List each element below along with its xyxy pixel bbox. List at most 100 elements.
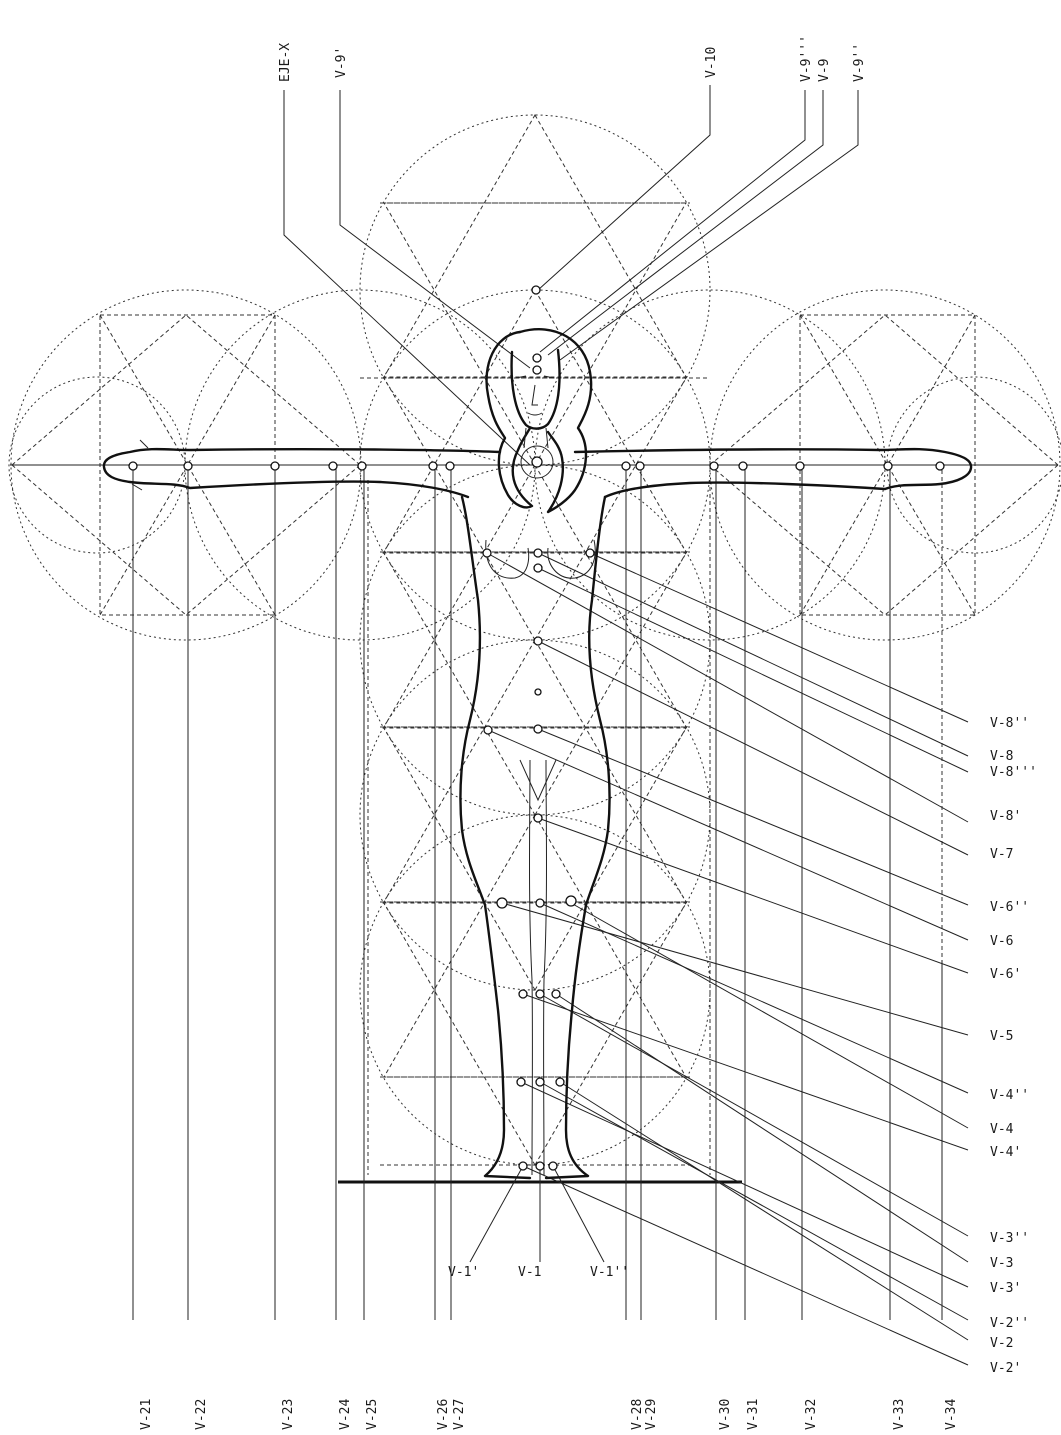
label-v3pp: V-3'' [990, 1231, 1029, 1246]
leader-v8pp [590, 553, 968, 722]
label-v3: V-3 [990, 1256, 1013, 1271]
point-v28 [622, 462, 630, 470]
label-v4: V-4 [990, 1122, 1014, 1137]
point-v24 [329, 462, 337, 470]
leader-v6pp [538, 729, 968, 905]
label-v8: V-8 [990, 749, 1013, 764]
label-v22: V-22 [194, 1399, 209, 1430]
point-v3p [517, 1078, 525, 1086]
top-leader-lines [284, 85, 858, 465]
leader-v4pp [540, 903, 968, 1093]
label-v9ppp: V-9''' [799, 35, 814, 82]
leader-v6 [488, 730, 968, 940]
point-v25 [358, 462, 366, 470]
label-v9p: V-9' [334, 47, 349, 78]
hair-right [520, 329, 591, 512]
leader-v1p [470, 1166, 523, 1262]
left-diag-2 [12, 465, 186, 615]
head-triangle-down [384, 203, 686, 465]
label-v29: V-29 [644, 1399, 659, 1430]
feet-labels: V-1' V-1 V-1'' [448, 1265, 629, 1280]
label-v6p: V-6' [990, 967, 1021, 982]
top-labels: EJE-X V-9' V-10 V-9''' V-9 V-9'' [278, 35, 867, 82]
right-diag-3 [710, 315, 885, 465]
vertical-reference-lines [133, 465, 942, 1320]
label-v4p: V-4' [990, 1145, 1021, 1160]
point-v4 [566, 896, 576, 906]
label-eje-x: EJE-X [278, 43, 293, 82]
label-v33: V-33 [892, 1399, 907, 1430]
point-v30 [710, 462, 718, 470]
point-navel [535, 689, 541, 695]
label-v1p: V-1' [448, 1265, 479, 1280]
label-v1pp: V-1'' [590, 1265, 629, 1280]
leader-v9p [340, 90, 530, 368]
left-arm [104, 449, 500, 497]
leader-v6p [538, 818, 968, 973]
bottom-labels: V-21 V-22 V-23 V-24 V-25 V-26 V-27 V-28 … [139, 1399, 959, 1430]
label-v27: V-27 [452, 1399, 467, 1430]
head-triangle-up [384, 115, 686, 377]
point-v31 [739, 462, 747, 470]
point-v27 [446, 462, 454, 470]
label-v7: V-7 [990, 847, 1013, 862]
label-v34: V-34 [944, 1399, 959, 1430]
leader-eje-x [284, 90, 530, 465]
label-v32: V-32 [804, 1399, 819, 1430]
point-v2pp [536, 1078, 544, 1086]
leader-v9pp [560, 90, 858, 360]
right-diag-2 [885, 465, 1058, 615]
leader-v9ppp [540, 90, 805, 352]
point-v8pp [586, 549, 594, 557]
point-v9p [533, 366, 541, 374]
leader-v2pp [540, 1082, 968, 1320]
left-diag-1 [12, 315, 186, 465]
label-v6pp: V-6'' [990, 900, 1029, 915]
leader-v10 [538, 85, 710, 290]
nose [532, 385, 538, 405]
leader-v9 [548, 90, 823, 355]
point-v7 [534, 637, 542, 645]
point-v34 [936, 462, 944, 470]
leader-v1pp [553, 1166, 604, 1262]
right-diag-1 [885, 315, 1058, 465]
mouth [528, 413, 542, 415]
label-v6: V-6 [990, 934, 1013, 949]
label-v2pp: V-2'' [990, 1316, 1029, 1331]
label-v21: V-21 [139, 1399, 154, 1430]
point-v6p [534, 814, 542, 822]
label-v24: V-24 [338, 1399, 353, 1430]
label-v26: V-26 [436, 1399, 451, 1430]
label-v9pp: V-9'' [852, 43, 867, 82]
point-v33 [884, 462, 892, 470]
label-v2p: V-2' [990, 1361, 1021, 1376]
right-labels: V-8'' V-8 V-8''' V-8' V-7 V-6'' V-6 V-6'… [990, 716, 1037, 1376]
label-v3p: V-3' [990, 1281, 1021, 1296]
right-arm [575, 449, 971, 497]
pubic-v [520, 760, 556, 800]
point-v32 [796, 462, 804, 470]
point-v3 [552, 990, 560, 998]
point-v8p [483, 549, 491, 557]
point-v6 [484, 726, 492, 734]
label-v5: V-5 [990, 1029, 1013, 1044]
leader-v4 [571, 903, 968, 1128]
point-v26 [429, 462, 437, 470]
point-v21 [129, 462, 137, 470]
right-leader-lines [487, 553, 968, 1365]
body-right-outline [546, 497, 610, 1178]
body-left-outline [460, 497, 530, 1178]
label-v28: V-28 [630, 1399, 645, 1430]
label-v2: V-2 [990, 1336, 1013, 1351]
label-v10: V-10 [704, 47, 719, 78]
left-diag-3 [186, 315, 360, 465]
point-v5 [497, 898, 507, 908]
label-v9: V-9 [817, 59, 832, 82]
leader-v7 [538, 641, 968, 855]
point-v10 [532, 286, 540, 294]
label-v8p: V-8' [990, 809, 1021, 824]
label-v8ppp: V-8''' [990, 765, 1037, 780]
label-v31: V-31 [746, 1399, 761, 1430]
point-throat [532, 457, 542, 467]
